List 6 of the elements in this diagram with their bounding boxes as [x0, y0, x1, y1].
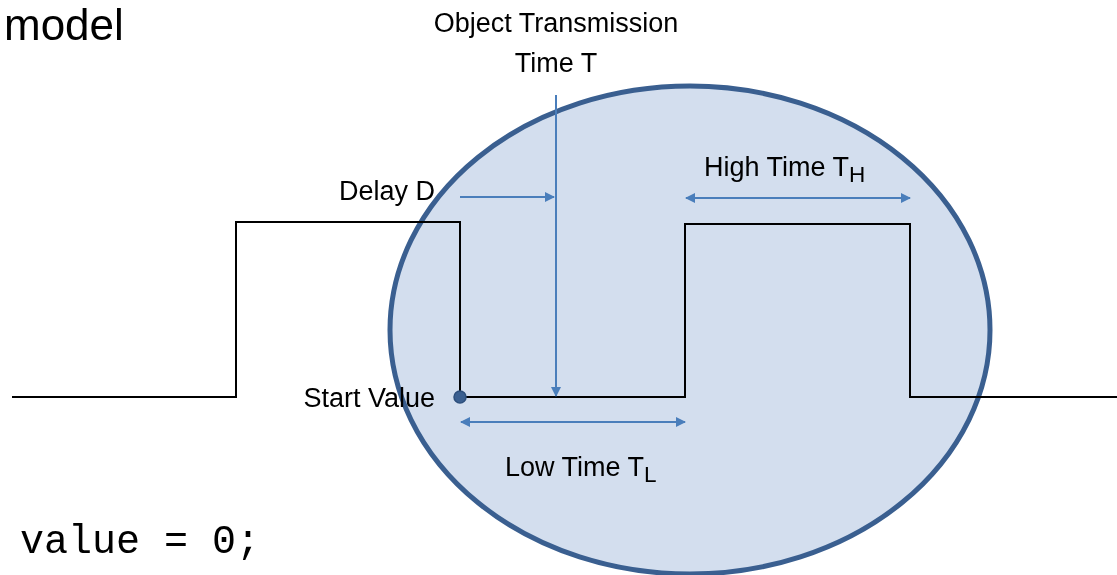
heading-text: model [4, 0, 124, 50]
code-text: value = 0; [20, 519, 261, 567]
annotation-text: Object Transmission Time T [432, 7, 680, 80]
annotation-text: Low Time T$_{L}$ [505, 451, 657, 490]
annotation-text: High Time T$_{H}$ [704, 151, 866, 190]
annotation-text: Delay D [338, 175, 435, 208]
